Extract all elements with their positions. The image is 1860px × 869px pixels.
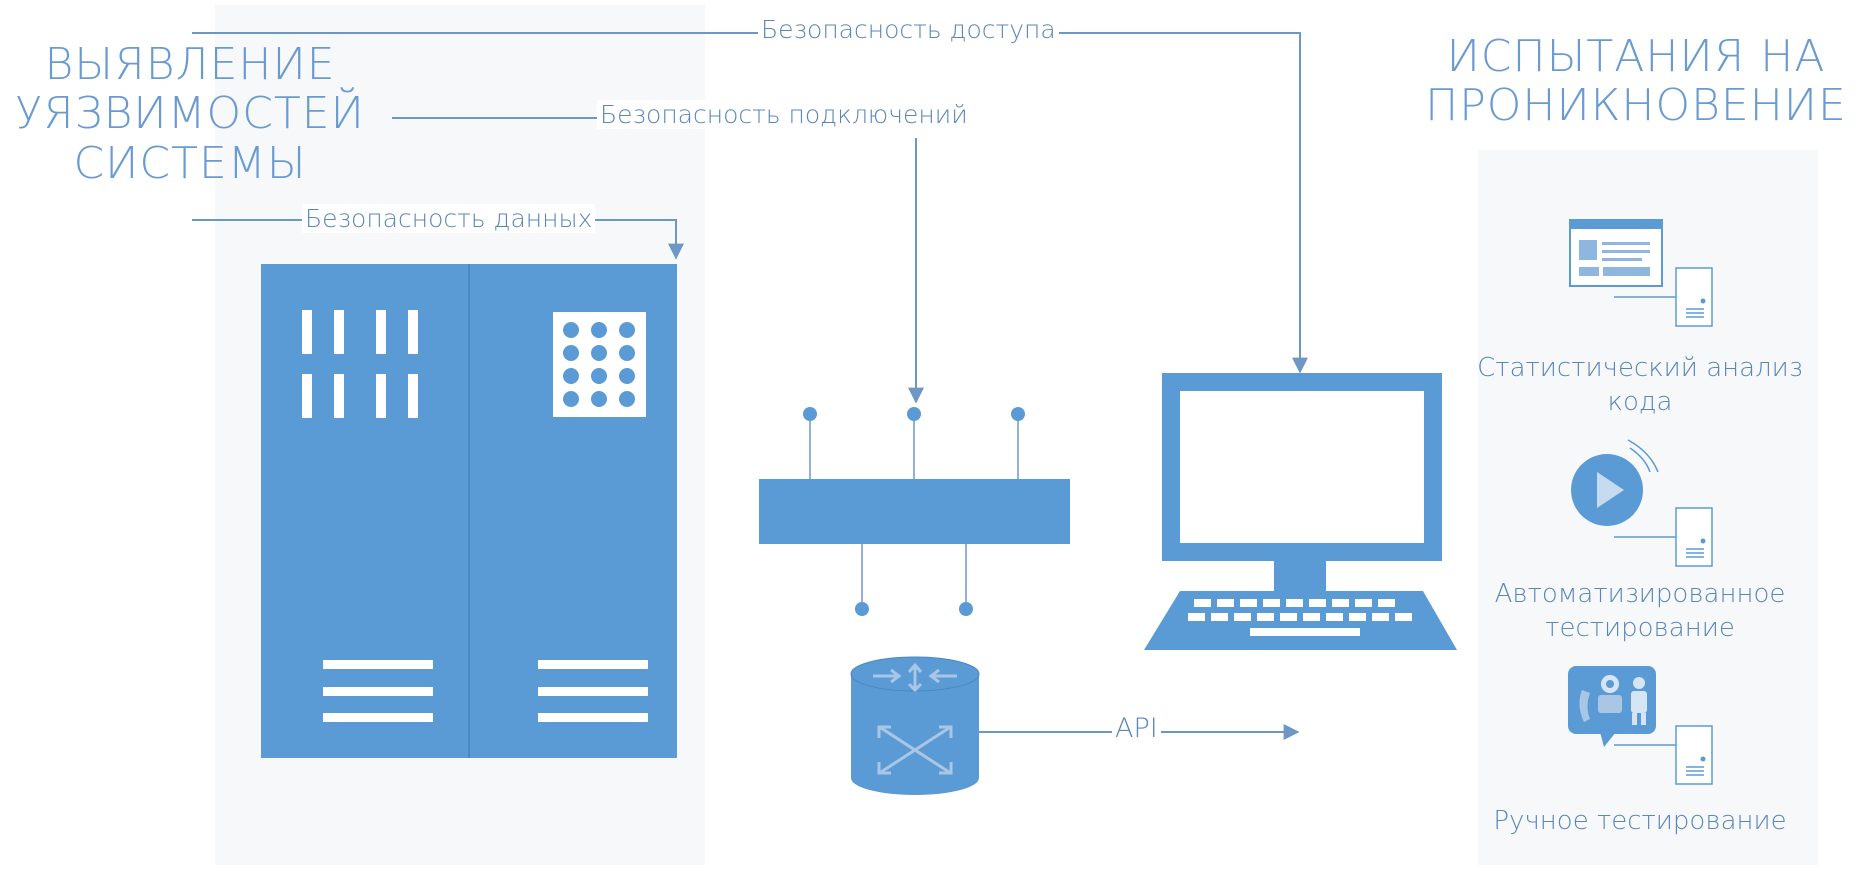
network-switch-icon (759, 407, 1070, 616)
left-title: ВЫЯВЛЕНИЕ УЯЗВИМОСТЕЙ СИСТЕМЫ (15, 39, 365, 189)
document-icon-2 (1614, 507, 1713, 567)
method-label-automated-testing: Автоматизированное тестирование (1494, 579, 1786, 643)
right-title: ИСПЫТАНИЯ НА ПРОНИКНОВЕНИЕ (1425, 31, 1847, 132)
method-label-static-analysis: Статистический анализ кода (1477, 353, 1803, 417)
server-rack-icon (261, 264, 677, 758)
computer-icon (1144, 373, 1457, 650)
document-icon-1 (1614, 267, 1713, 327)
method-label-manual-testing: Ручное тестирование (1493, 806, 1787, 836)
api-label: API (1112, 713, 1161, 744)
connection-security-label: Безопасность подключений (597, 100, 971, 129)
access-security-label: Безопасность доступа (758, 15, 1059, 44)
router-icon (850, 656, 980, 795)
data-security-label: Безопасность данных (302, 204, 596, 233)
play-icon (1571, 439, 1659, 526)
access-security-line (192, 32, 1308, 374)
people-phone-icon (1568, 666, 1656, 747)
window-icon (1569, 219, 1663, 287)
document-icon-3 (1614, 725, 1713, 785)
